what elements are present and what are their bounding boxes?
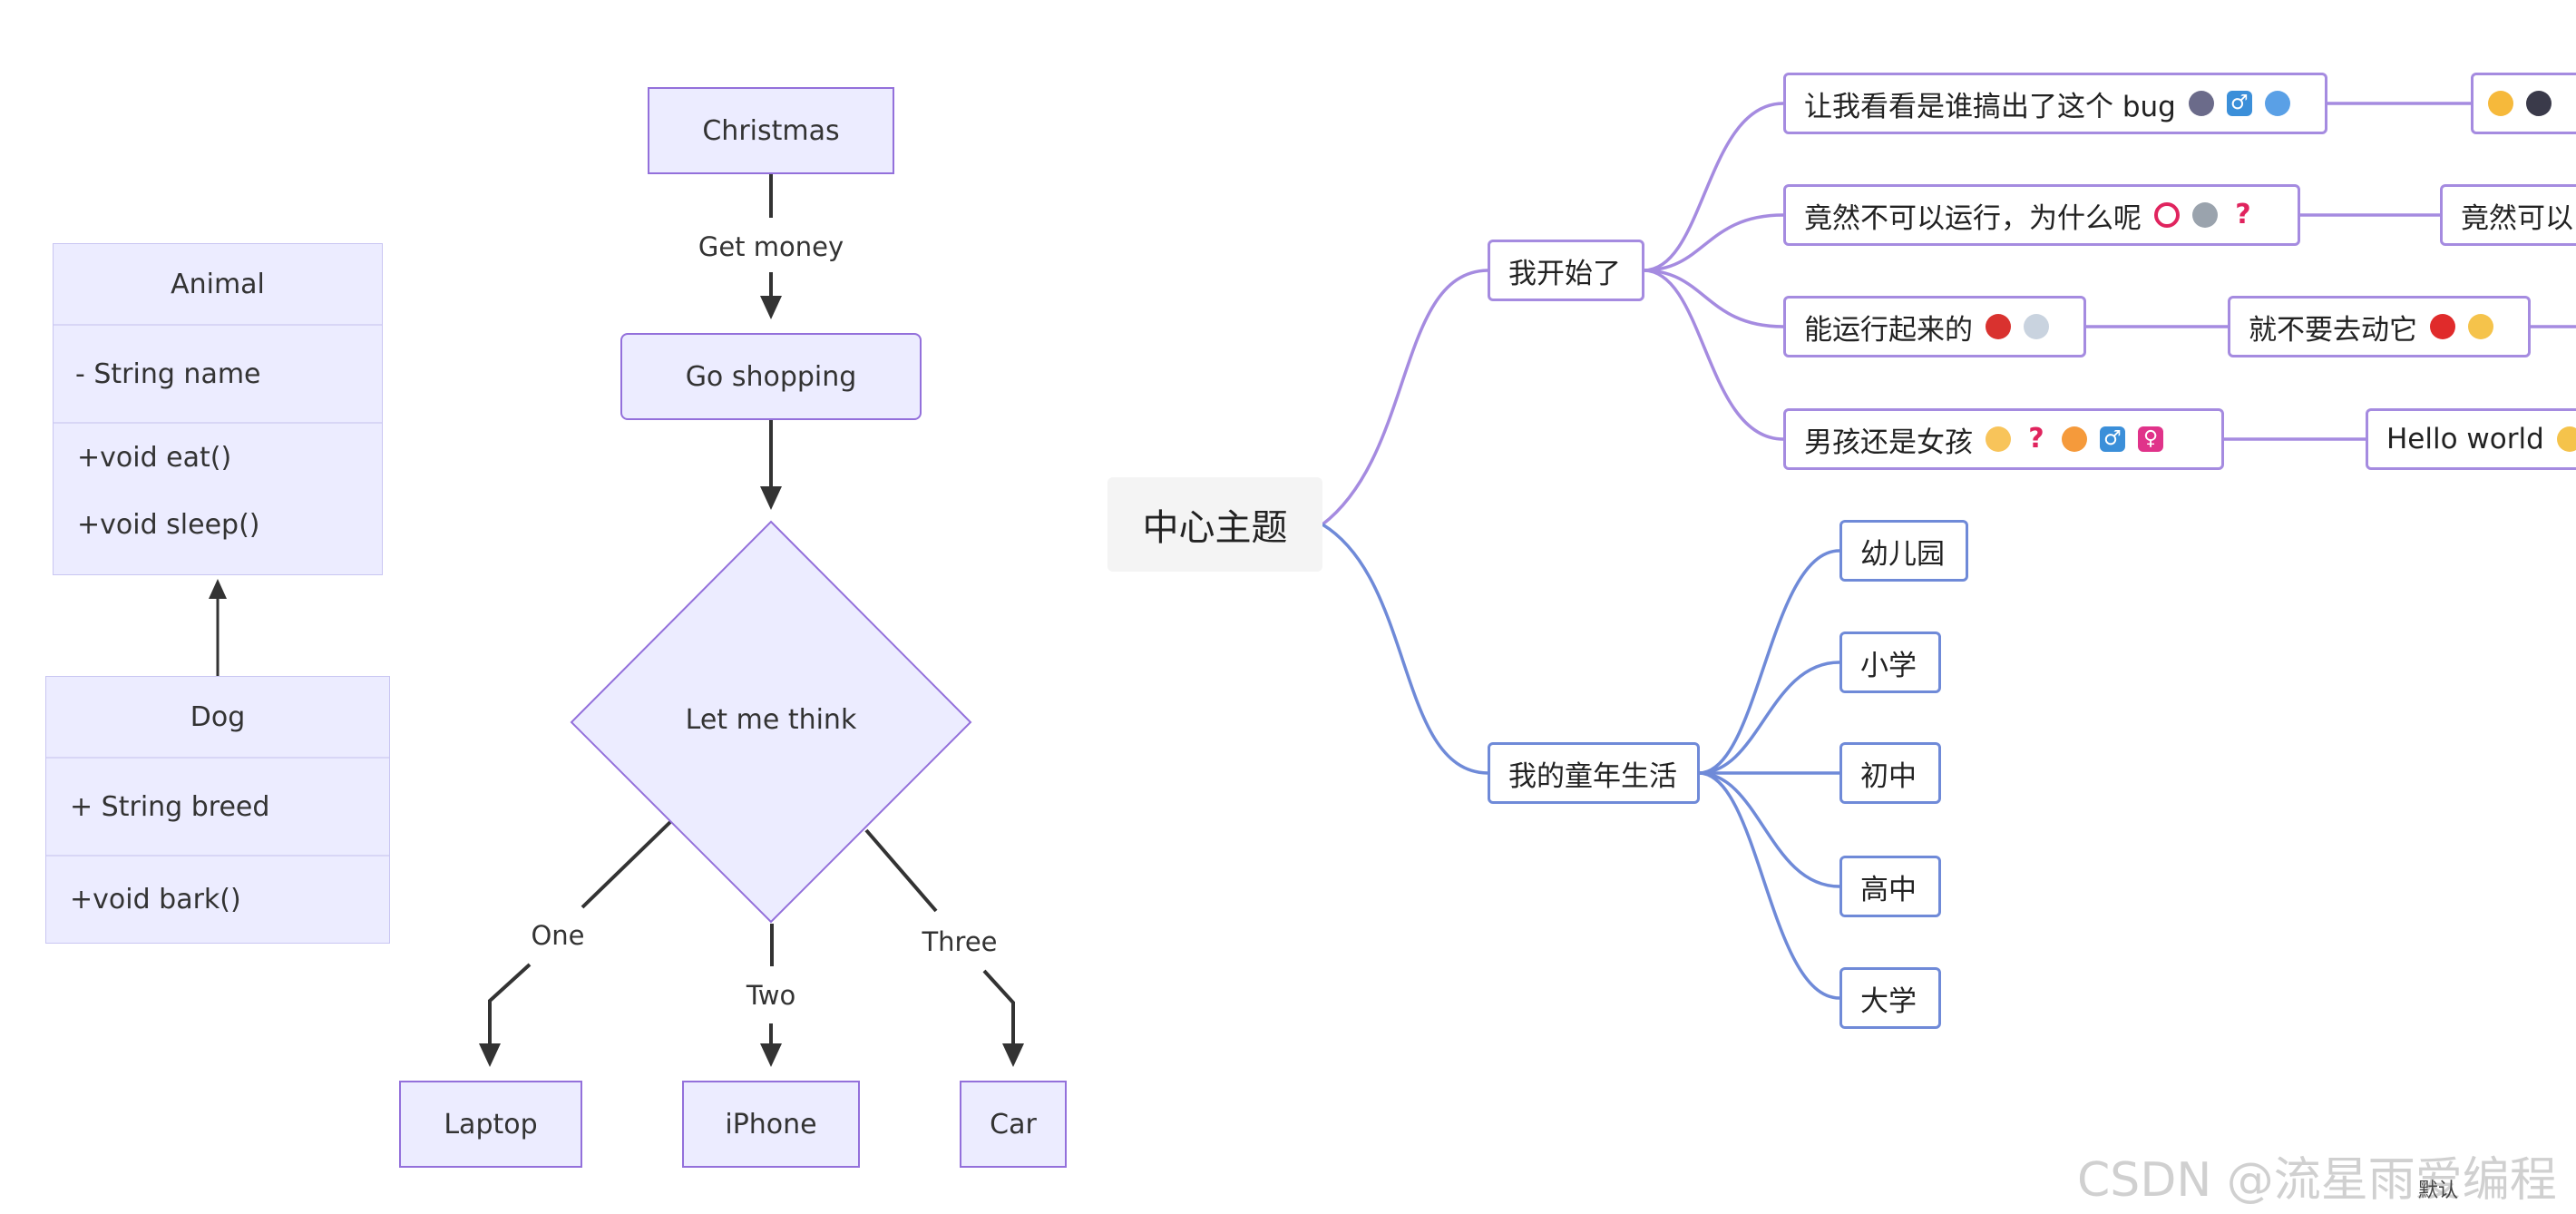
node-label: Hello world xyxy=(2386,423,2544,455)
magnifier-icon xyxy=(2264,91,2290,116)
male-sign-icon: ♂ xyxy=(2100,426,2125,452)
rocket-icon xyxy=(2024,314,2049,339)
corner-label: 默认 xyxy=(2418,1180,2459,1202)
flow-node-laptop: Laptop xyxy=(399,1081,582,1168)
class-dog-attribute: + String breed xyxy=(70,790,270,823)
arrowhead xyxy=(1002,1043,1024,1067)
flow-node-christmas: Christmas xyxy=(648,87,894,174)
edge-decision-laptop-lower xyxy=(488,963,532,1043)
node-label: 就不要去动它 xyxy=(2249,313,2417,347)
branch-label: 我开始了 xyxy=(1508,257,1621,290)
mm-link xyxy=(1643,269,1784,328)
mindmap-node-can-run-partial: 竟然可以 xyxy=(2440,184,2576,246)
edge-label-three: Three xyxy=(916,925,1003,959)
baby-icon xyxy=(1986,426,2011,452)
mindmap-center-topic: 中心主题 xyxy=(1107,477,1322,572)
inheritance-arrowhead xyxy=(209,579,227,599)
node-label: 高中 xyxy=(1860,873,1917,906)
mm-link xyxy=(1643,102,1784,272)
mm-link-center-branch2 xyxy=(1322,523,1488,775)
node-label: 竟然不可以运行，为什么呢 xyxy=(1804,201,2142,235)
flow-node-go-shopping: Go shopping xyxy=(620,333,922,420)
mindmap-node-runs: 能运行起来的 xyxy=(1783,296,2086,357)
node-label: 幼儿园 xyxy=(1860,537,1945,571)
mindmap-node-senior-high: 高中 xyxy=(1839,856,1941,917)
mindmap-branch-start: 我开始了 xyxy=(1488,240,1644,301)
bomb-icon xyxy=(2526,91,2552,116)
arrowhead xyxy=(479,1043,501,1067)
center-topic-label: 中心主题 xyxy=(1142,507,1288,549)
stop-sign-icon xyxy=(2430,314,2455,339)
node-label: 大学 xyxy=(1860,984,1917,1018)
class-animal-method: +void eat() xyxy=(77,442,232,474)
edge-decision-car xyxy=(864,828,938,913)
mm-link xyxy=(1643,269,1784,441)
mindmap-node-bug-next xyxy=(2471,73,2576,134)
decision-diamond xyxy=(570,520,972,924)
mm-link xyxy=(1698,771,1840,1000)
class-animal-attribute: - String name xyxy=(75,357,261,390)
node-label: 能运行起来的 xyxy=(1804,313,1973,347)
edge-label-one: One xyxy=(525,918,590,953)
arrowhead xyxy=(760,486,782,510)
class-animal-name: Animal xyxy=(171,268,265,300)
question-icon: ? xyxy=(2235,199,2251,230)
gear-icon xyxy=(2192,202,2218,228)
detective-icon xyxy=(2188,91,2214,116)
node-label: 竟然可以 xyxy=(2461,201,2573,235)
ladybug-icon xyxy=(1986,314,2011,339)
mindmap-node-junior-high: 初中 xyxy=(1839,742,1941,804)
edge-decision-laptop xyxy=(581,819,673,909)
waving-hand-icon xyxy=(2556,426,2576,452)
class-dog-method: +void bark() xyxy=(70,883,241,915)
prohibited-icon xyxy=(2154,202,2180,228)
flow-node-iphone: iPhone xyxy=(682,1081,860,1168)
mm-link-center-branch1 xyxy=(1321,269,1488,526)
edge-decision-car-lower xyxy=(982,969,1015,1043)
mindmap-node-primary: 小学 xyxy=(1839,631,1941,693)
flow-node-label: iPhone xyxy=(725,1108,817,1141)
class-dog-name: Dog xyxy=(190,700,246,733)
mm-link xyxy=(1698,771,1840,888)
node-label: 让我看看是谁搞出了这个 bug xyxy=(1804,90,2176,123)
mindmap-node-bug: 让我看看是谁搞出了这个 bug ♂ xyxy=(1783,73,2327,134)
decision-label: Let me think xyxy=(685,704,857,736)
node-label: 男孩还是女孩 xyxy=(1804,426,1973,459)
class-animal-method: +void sleep() xyxy=(77,509,260,541)
female-sign-icon: ♀ xyxy=(2138,426,2163,452)
flow-node-label: Laptop xyxy=(444,1108,538,1141)
mindmap-branch-childhood: 我的童年生活 xyxy=(1488,742,1700,804)
flow-node-label: Car xyxy=(990,1108,1037,1141)
flow-node-label: Christmas xyxy=(702,114,840,147)
question-icon: ? xyxy=(2028,423,2044,455)
edge-label-get-money: Get money xyxy=(692,230,850,264)
edge-label-two: Two xyxy=(740,978,802,1013)
mindmap-node-dont-touch: 就不要去动它 xyxy=(2228,296,2531,357)
male-sign-icon: ♂ xyxy=(2226,91,2252,116)
flushed-face-icon xyxy=(2488,91,2513,116)
watermark: CSDN @流星雨爱编程 xyxy=(2077,1153,2557,1208)
class-animal: Animal - String name +void eat() +void s… xyxy=(53,243,383,575)
flow-node-car: Car xyxy=(960,1081,1067,1168)
flow-node-label: Go shopping xyxy=(685,360,857,393)
mm-link xyxy=(1643,213,1784,272)
arrowhead xyxy=(760,1043,782,1067)
mindmap-node-boy-girl: 男孩还是女孩 ? ♂ ♀ xyxy=(1783,408,2224,470)
mindmap-node-university: 大学 xyxy=(1839,967,1941,1029)
class-dog: Dog + String breed +void bark() xyxy=(45,676,390,944)
branch-label: 我的童年生活 xyxy=(1508,759,1677,793)
mindmap-node-cannot-run: 竟然不可以运行，为什么呢 ? xyxy=(1783,184,2300,246)
person-gesturing-icon xyxy=(2062,426,2087,452)
mindmap-node-kindergarten: 幼儿园 xyxy=(1839,520,1968,582)
raised-hand-icon xyxy=(2468,314,2493,339)
arrowhead xyxy=(760,296,782,319)
mm-link xyxy=(1698,661,1840,775)
node-label: 初中 xyxy=(1860,759,1917,793)
mm-link xyxy=(1698,549,1840,775)
node-label: 小学 xyxy=(1860,649,1917,682)
mindmap-node-hello-world: Hello world xyxy=(2366,408,2576,470)
